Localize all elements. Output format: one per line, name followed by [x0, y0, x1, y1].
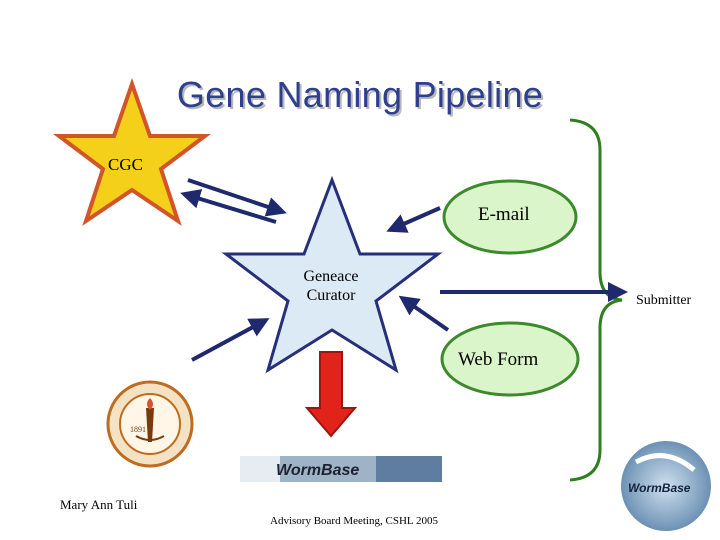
slide-title: Gene Naming Pipeline	[176, 74, 544, 115]
arrow-email-to-curator	[386, 206, 441, 233]
caltech-seal-logo: 1891	[106, 380, 194, 468]
svg-text:WormBase: WormBase	[628, 481, 691, 495]
curator-label-line2: Curator	[306, 287, 356, 304]
arrow-cgc-to-curator	[187, 178, 287, 217]
wormbase-banner-logo: WormBase	[240, 456, 442, 482]
cgc-star-shape	[53, 77, 211, 226]
curator-label: Geneace Curator	[296, 267, 366, 305]
webform-node-shape	[440, 321, 580, 397]
cgc-label: CGC	[108, 155, 143, 174]
webform-label: Web Form	[458, 349, 539, 370]
footer-author: Mary Ann Tuli	[60, 497, 138, 512]
footer-meeting: Advisory Board Meeting, CSHL 2005	[270, 515, 438, 527]
curator-label-line1: Geneace	[303, 268, 359, 285]
curator-star-shape	[221, 175, 443, 374]
email-node-shape	[442, 179, 578, 255]
arrow-curator-to-cgc	[180, 189, 277, 224]
submitter-label: Submitter	[636, 293, 692, 308]
svg-text:WormBase: WormBase	[276, 462, 359, 479]
red-down-arrow	[304, 351, 358, 438]
svg-text:1891: 1891	[130, 425, 146, 434]
arrow-webform-to-curator	[398, 295, 450, 332]
email-label: E-mail	[478, 204, 530, 225]
arrow-left-to-curator	[191, 318, 270, 362]
submitter-brace	[569, 118, 623, 482]
wormbase-badge-logo: WormBase	[621, 441, 711, 531]
